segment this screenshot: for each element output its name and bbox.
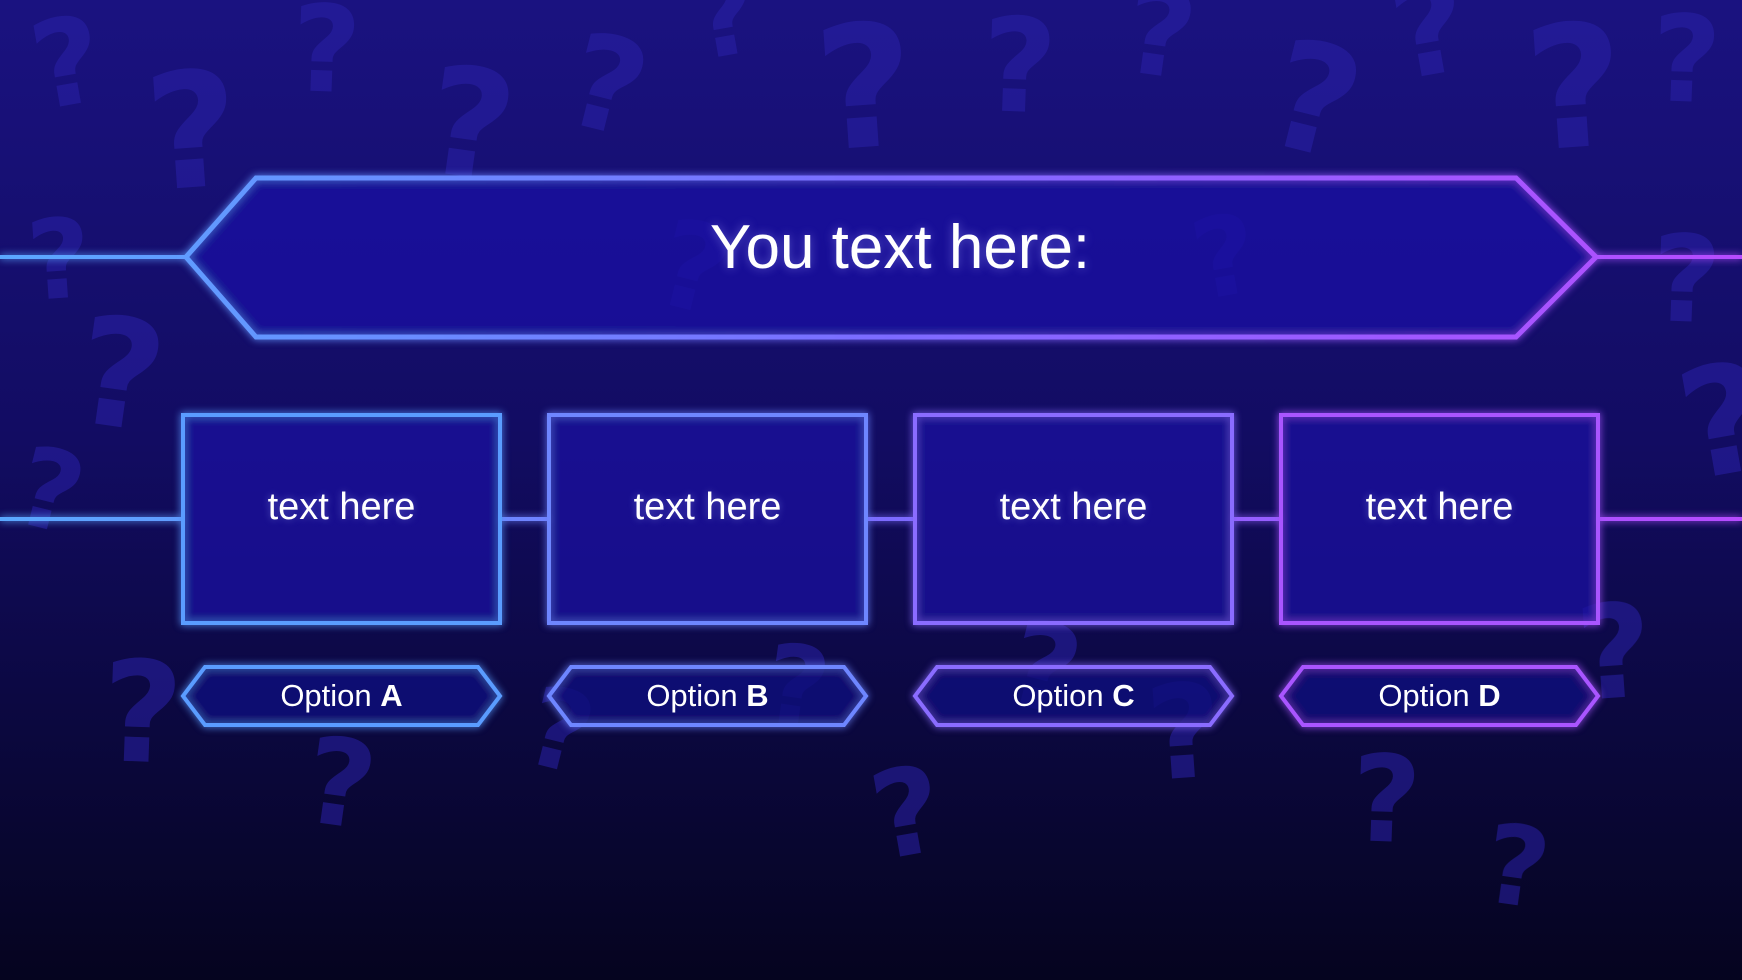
question-mark-glyph: ? bbox=[1349, 730, 1423, 871]
question-mark-glyph: ? bbox=[1519, 0, 1631, 191]
option-letter: D bbox=[1478, 678, 1501, 713]
question-mark-glyph: ? bbox=[979, 0, 1060, 144]
option-card-c[interactable] bbox=[913, 413, 1234, 625]
question-mark-glyph: ? bbox=[140, 35, 246, 228]
option-button-b[interactable] bbox=[546, 665, 869, 727]
question-frame bbox=[182, 175, 1600, 340]
question-mark-glyph: ? bbox=[99, 631, 186, 797]
option-button-c[interactable] bbox=[912, 665, 1235, 727]
option-word: Option bbox=[646, 678, 738, 713]
question-mark-glyph: ? bbox=[1649, 0, 1723, 131]
question-mark-glyph: ? bbox=[809, 0, 921, 191]
option-label-a[interactable]: Option A bbox=[187, 671, 497, 721]
option-label-c[interactable]: Option C bbox=[919, 671, 1229, 721]
option-card-text-b: text here bbox=[633, 486, 782, 528]
option-word: Option bbox=[1378, 678, 1470, 713]
option-word: Option bbox=[1012, 678, 1104, 713]
option-card-text-d: text here bbox=[1365, 486, 1514, 528]
question-mark-glyph: ? bbox=[23, 194, 96, 326]
option-card-a[interactable] bbox=[181, 413, 502, 625]
option-card-text-c: text here bbox=[999, 486, 1148, 528]
option-label-b[interactable]: Option B bbox=[553, 671, 863, 721]
option-card-d[interactable] bbox=[1279, 413, 1600, 625]
option-card-b[interactable] bbox=[547, 413, 868, 625]
question-text: You text here: bbox=[709, 213, 1091, 282]
option-cards bbox=[180, 413, 1601, 727]
option-letter: A bbox=[380, 678, 403, 713]
question-mark-glyph: ? bbox=[289, 0, 363, 121]
option-card-text-a: text here bbox=[267, 486, 416, 528]
option-letter: B bbox=[746, 678, 769, 713]
option-label-d[interactable]: Option D bbox=[1285, 671, 1595, 721]
question-mark-glyph: ? bbox=[1649, 210, 1723, 351]
option-letter: C bbox=[1112, 678, 1135, 713]
option-button-a[interactable] bbox=[180, 665, 503, 727]
option-button-d[interactable] bbox=[1278, 665, 1601, 727]
connector-lines bbox=[0, 255, 1742, 521]
option-word: Option bbox=[280, 678, 372, 713]
